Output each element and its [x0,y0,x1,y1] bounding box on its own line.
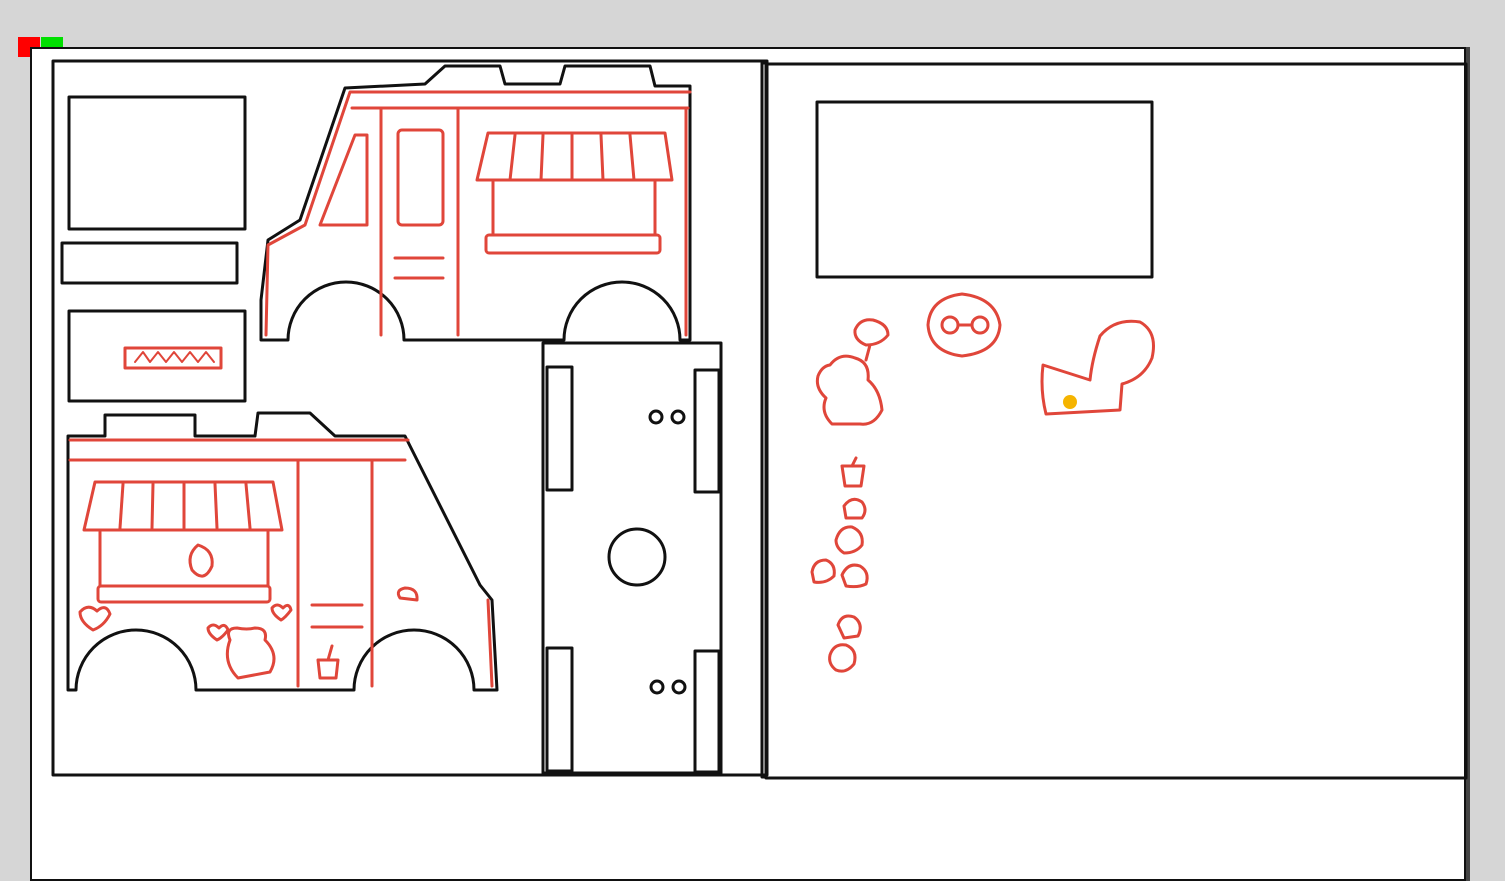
sticker-squirrel-with-wallet [1040,319,1155,416]
truck-side-b-art [68,438,494,688]
truck-side-b-cut [66,411,499,692]
sticker-cupcake-a [842,497,867,520]
blank-square-piece [67,95,247,231]
left-panel-outline [51,59,769,777]
sticker-cake-slice [853,318,890,362]
sticker-round-cat-face [926,292,1002,358]
sticker-bear-with-balloon [815,354,884,426]
right-blank-piece [815,100,1154,279]
document-page [30,47,1466,881]
label-piece [67,309,247,403]
truck-side-a-art [264,90,692,337]
truck-side-a-cut [259,64,692,342]
rear-door-piece [541,341,723,775]
right-panel-outline [764,62,1468,780]
label-scribble [123,346,223,370]
sticker-bubble-tea [840,456,866,488]
sticker-muffin-a [810,558,836,584]
sticker-cupcake-b [828,643,857,673]
sticker-cream-puff [834,525,864,555]
blank-strip-piece [60,241,239,285]
sticker-macaron [840,563,869,589]
sticker-muffin-b [836,614,862,640]
artboard [51,59,1468,780]
